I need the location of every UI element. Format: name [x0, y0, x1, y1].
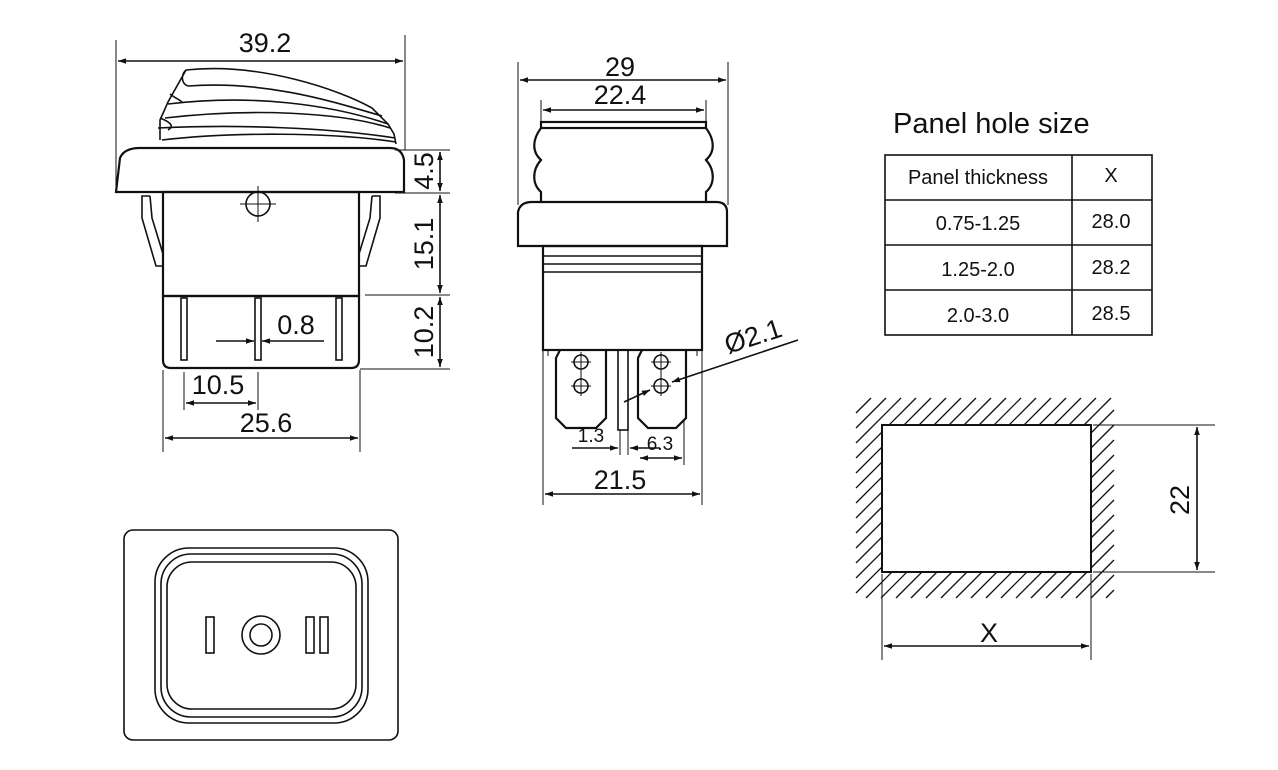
dim-terminal-pitch: 10.5 [192, 370, 245, 400]
table-cell-thickness: 1.25-2.0 [941, 259, 1014, 281]
dim-hole-height: 22 [1165, 485, 1195, 515]
dim-hole-diameter: Ø2.1 [721, 313, 786, 360]
symbol-off-bar [205, 616, 215, 654]
symbol-on-bar-2 [319, 616, 329, 654]
table-cell-thickness: 0.75-1.25 [936, 213, 1021, 235]
dim-base-width: 21.5 [594, 465, 647, 495]
front-view: 39.2 4.5 15.1 10.2 0.8 10.5 25.6 [114, 28, 450, 452]
panel-cutout: 22 X [855, 397, 1215, 660]
hatch-line [1105, 589, 1115, 599]
hatch-line [855, 397, 872, 414]
dim-body-width: 25.6 [240, 408, 293, 438]
table-cell-x: 28.2 [1092, 257, 1131, 279]
table-cell-x: 28.0 [1092, 211, 1131, 233]
table-cell-x: 28.5 [1092, 303, 1131, 325]
panel-hole-table: Panel hole size Panel thickness X 0.75-1… [884, 108, 1153, 336]
table-header-thickness: Panel thickness [908, 167, 1048, 189]
hatch-line [1090, 574, 1115, 599]
power-symbols [205, 615, 329, 655]
dim-boot-width: 22.4 [594, 80, 647, 110]
top-view [123, 529, 399, 741]
hatch-line [855, 397, 902, 444]
dim-gap: 1.3 [578, 426, 604, 447]
dim-terminal-thickness: 0.8 [277, 310, 315, 340]
side-view: 29 22.4 Ø2.1 1.3 6.3 21.5 [516, 52, 799, 505]
dim-body-height: 15.1 [409, 218, 439, 271]
dim-overall-width: 39.2 [239, 28, 292, 58]
dim-bezel-height: 4.5 [409, 152, 439, 190]
hatch-line [855, 397, 887, 429]
dim-hole-width: X [980, 618, 998, 648]
hatch-line [1075, 559, 1115, 599]
panel-hole-title: Panel hole size [893, 108, 1090, 140]
dim-terminal-width: 6.3 [647, 434, 673, 455]
table-header-x: X [1104, 165, 1117, 187]
symbol-ring-outer [241, 615, 281, 655]
symbol-ring-inner [249, 623, 273, 647]
dim-bezel-width: 29 [605, 52, 635, 82]
table-cell-thickness: 2.0-3.0 [947, 305, 1009, 327]
symbol-on-bar-1 [305, 616, 315, 654]
dim-terminal-height: 10.2 [409, 306, 439, 359]
